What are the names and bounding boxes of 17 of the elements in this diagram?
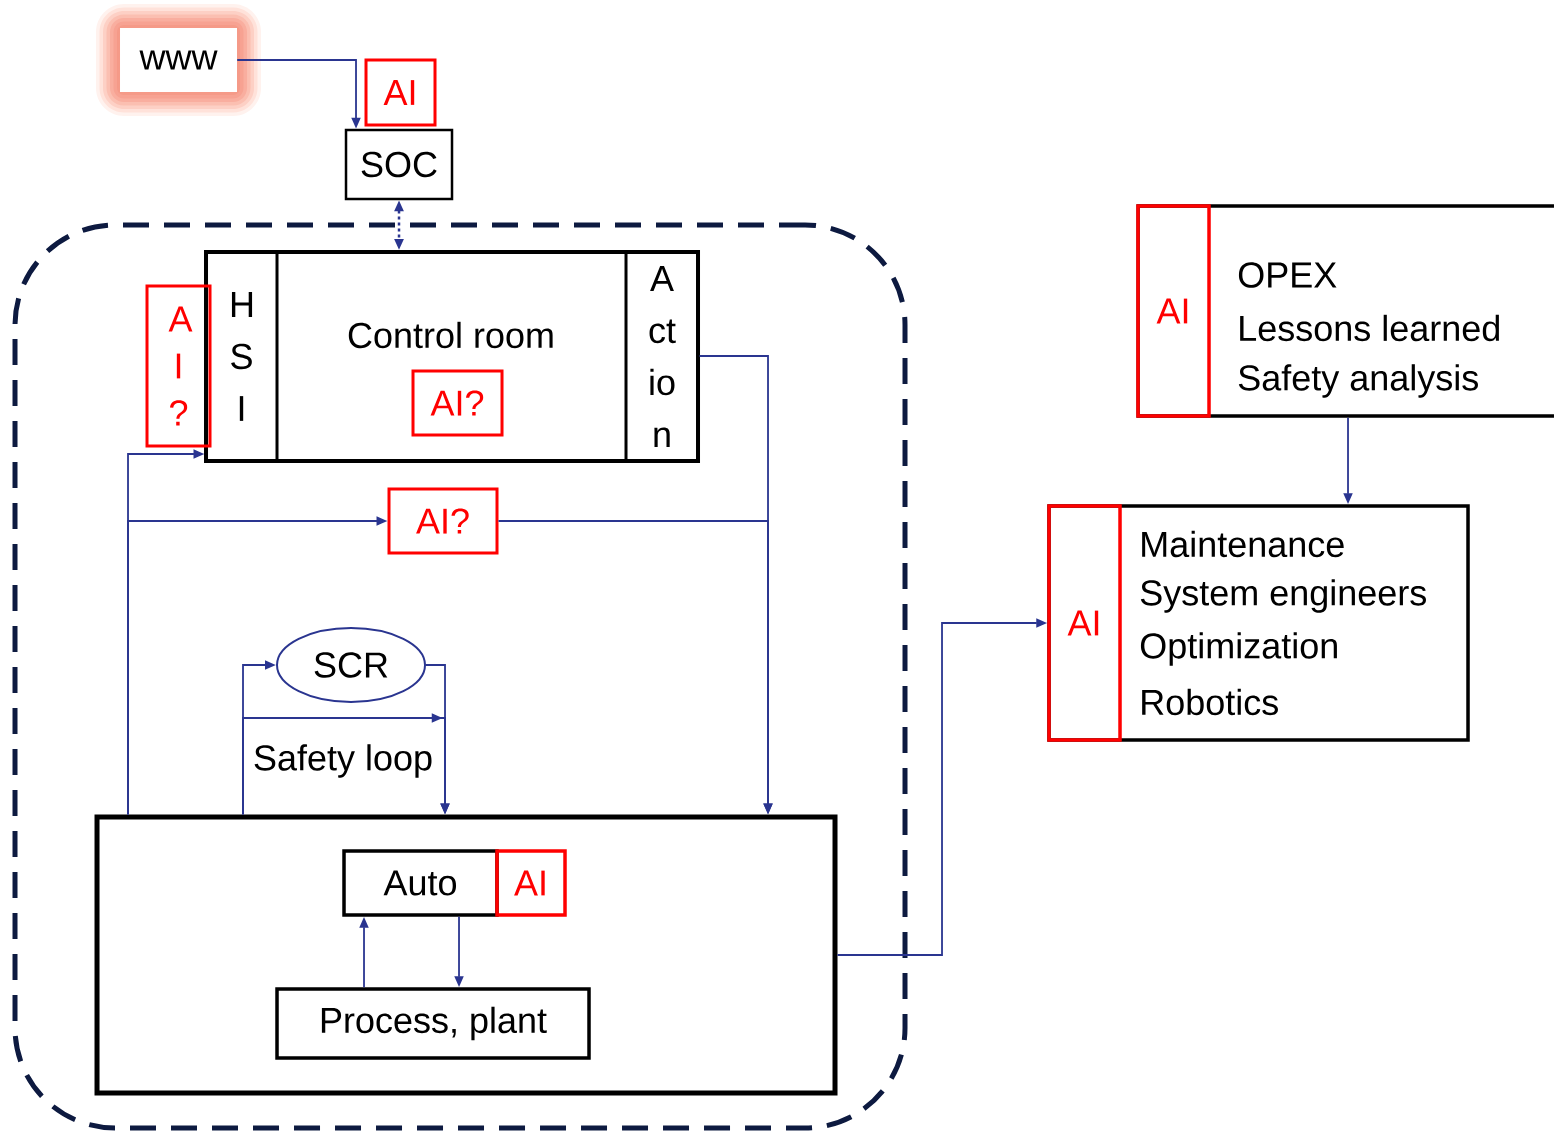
soc-box: SOC [344, 128, 454, 201]
dashed-boundary [12, 222, 908, 1131]
ai-box: AI? [387, 487, 499, 555]
loop-label: Safety loop [254, 744, 432, 778]
ai-box: A I ? [145, 284, 212, 448]
hsi-panel: H S I [204, 250, 279, 463]
plant-box [94, 814, 838, 1096]
ai-box: AI? [411, 369, 504, 437]
ai-box: AI [364, 58, 437, 127]
www-box: www [96, 4, 261, 116]
ai-box: AI [1047, 504, 1122, 742]
action-panel: A ct io n [624, 250, 700, 463]
arrow [242, 713, 450, 816]
ai-box: AI [495, 849, 567, 917]
process-box: Process, plant [275, 987, 591, 1060]
ai-box: AI [1136, 204, 1211, 418]
auto-box: Auto [342, 849, 499, 917]
